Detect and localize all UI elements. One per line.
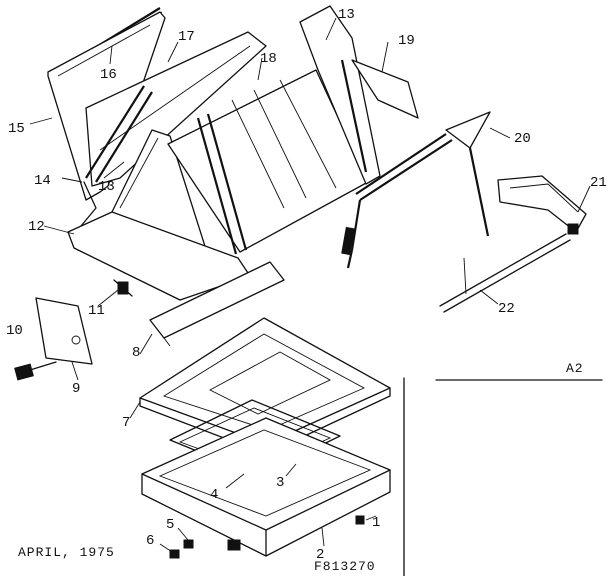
part-10-fitting bbox=[14, 361, 57, 381]
callout-11: 11 bbox=[88, 303, 105, 319]
part-20-distributor-tubes bbox=[341, 111, 491, 269]
coil-tube-row-left bbox=[85, 85, 153, 183]
callout-12: 12 bbox=[28, 219, 45, 235]
callout-2: 2 bbox=[316, 547, 324, 563]
callout-22: 22 bbox=[498, 301, 515, 317]
callout-14: 14 bbox=[34, 173, 51, 189]
callout-1: 1 bbox=[372, 515, 380, 531]
part-2-base-pan bbox=[141, 417, 391, 557]
callout-19: 19 bbox=[398, 33, 415, 49]
callout-5: 5 bbox=[166, 517, 174, 533]
leader-lines bbox=[29, 17, 591, 553]
callout-17: 17 bbox=[178, 29, 195, 45]
callout-9: 9 bbox=[72, 381, 80, 397]
callout-16: 16 bbox=[100, 67, 117, 83]
callout-8: 8 bbox=[132, 345, 140, 361]
drain-fitting bbox=[227, 539, 241, 551]
callout-labels: 1 2 3 4 5 6 7 8 9 10 11 12 13 13 14 15 1… bbox=[6, 7, 607, 563]
part-6-screw bbox=[169, 549, 180, 559]
callout-3: 3 bbox=[276, 475, 284, 491]
part-21-handle bbox=[497, 175, 587, 235]
coil-tube-row-right bbox=[196, 113, 248, 255]
part-5-screw bbox=[183, 539, 194, 549]
part-11-clip bbox=[113, 279, 133, 297]
callout-18: 18 bbox=[260, 51, 277, 67]
view-label: A2 bbox=[566, 361, 584, 376]
callout-10: 10 bbox=[6, 323, 23, 339]
part-22-rail bbox=[439, 233, 571, 313]
part-17-coil-panel bbox=[85, 31, 267, 187]
part-9-side-plate bbox=[35, 297, 93, 365]
section-divider bbox=[403, 377, 603, 576]
callout-4: 4 bbox=[210, 487, 218, 503]
callout-15: 15 bbox=[8, 121, 25, 137]
callout-20: 20 bbox=[514, 131, 531, 147]
part-1-screw bbox=[355, 515, 365, 525]
part-14-bracket bbox=[75, 181, 97, 233]
callout-13-upper: 13 bbox=[338, 7, 355, 23]
callout-13-lower: 13 bbox=[98, 179, 115, 195]
callout-21: 21 bbox=[590, 175, 607, 191]
drawing-number: F813270 bbox=[314, 559, 376, 574]
callout-7: 7 bbox=[122, 415, 130, 431]
part-13-coil-slab-back bbox=[299, 5, 381, 185]
part-8-top-plate bbox=[149, 261, 285, 347]
drawing-date: APRIL, 1975 bbox=[18, 545, 115, 560]
part-19-baffle bbox=[351, 59, 419, 119]
callout-6: 6 bbox=[146, 533, 154, 549]
